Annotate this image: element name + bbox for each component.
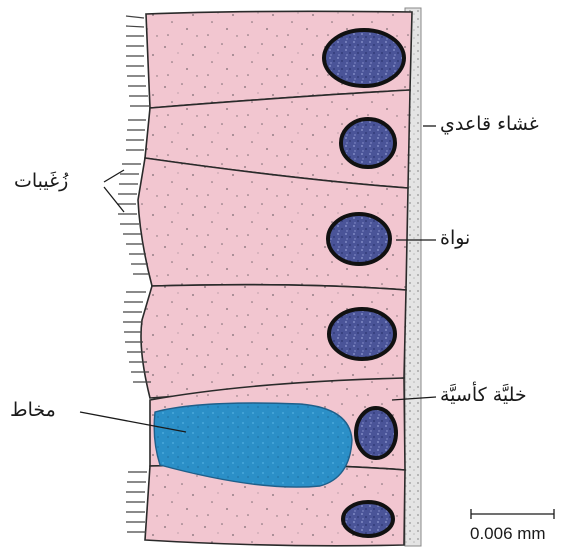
cilia-leader-bottom	[104, 187, 124, 212]
nucleus-5	[356, 408, 396, 458]
nucleus-3	[328, 214, 390, 264]
nucleus-label: نواة	[440, 229, 470, 248]
cilia-label: زُغَيبات	[14, 172, 68, 191]
scale-bar	[471, 509, 554, 519]
cilia-leader-top	[104, 170, 124, 182]
scale-bar-label: 0.006 mm	[470, 524, 546, 544]
basement-membrane-label: غشاء قاعدي	[440, 115, 539, 134]
nucleus-2	[341, 119, 395, 167]
mucus-label: مخاط	[10, 401, 56, 420]
nucleus-1	[324, 30, 404, 86]
goblet-cell-label: خليَّة كأسيَّة	[440, 386, 527, 405]
nucleus-4	[329, 309, 395, 359]
nucleus-6	[343, 502, 393, 536]
cilia-fringe	[117, 16, 151, 532]
